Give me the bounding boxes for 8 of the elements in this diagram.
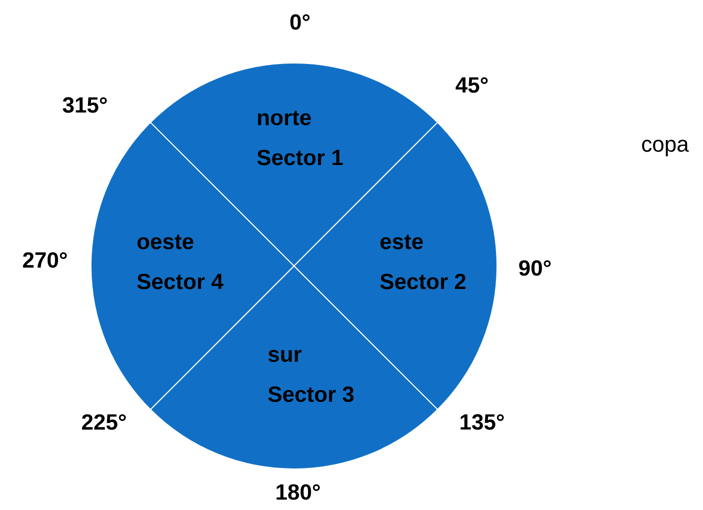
angle-label: 225° bbox=[82, 414, 126, 430]
angle-label: 270° bbox=[23, 252, 67, 268]
angle-label: 45° bbox=[456, 77, 488, 93]
angle-label: 135° bbox=[460, 414, 504, 430]
angle-label: 315° bbox=[62, 97, 107, 113]
angle-label: 90° bbox=[519, 260, 551, 276]
text-label: copa bbox=[642, 140, 689, 156]
angle-label: 0° bbox=[290, 14, 310, 30]
